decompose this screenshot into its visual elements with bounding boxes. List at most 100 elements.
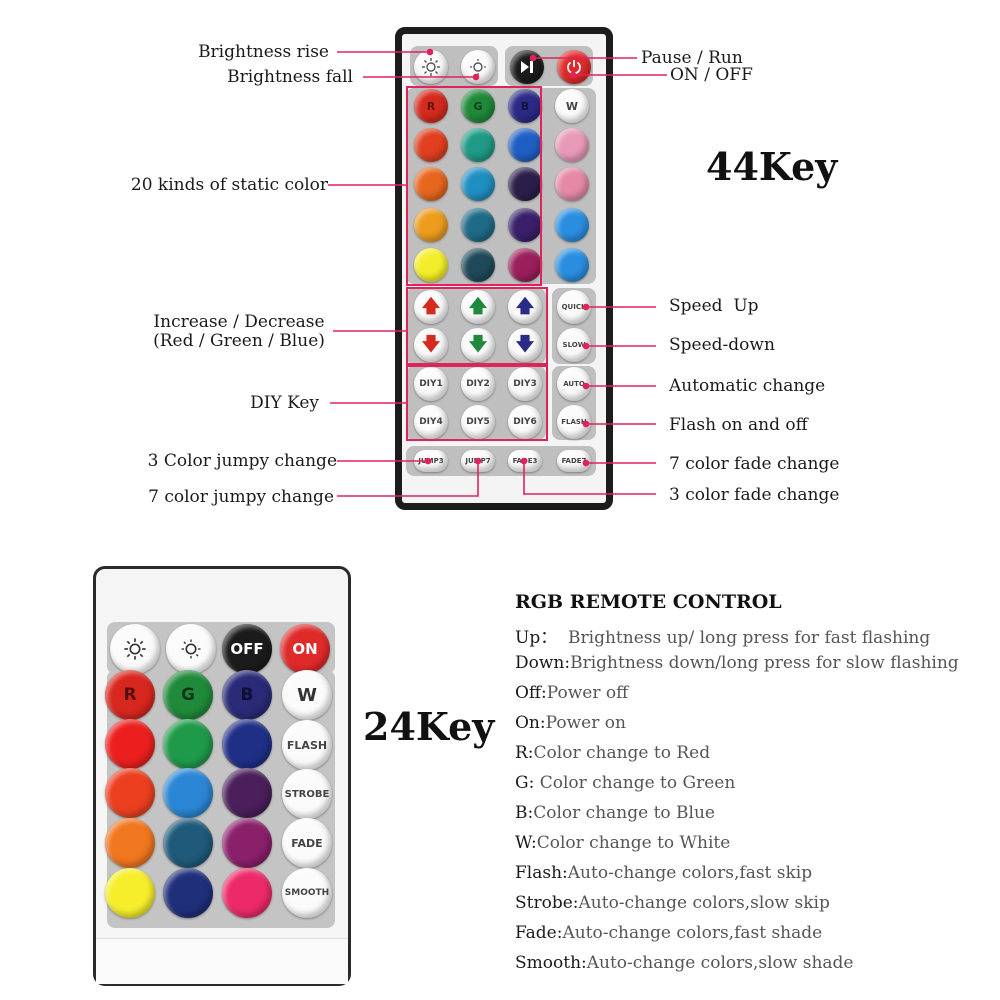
off-button[interactable]: OFF [222,624,272,674]
blue-decrease-button[interactable]: 🡇 [508,328,542,362]
brightness-up-button[interactable] [110,624,160,674]
arrow-up-icon: 🡅 [515,296,535,317]
description-item: R:Color change to Red [515,743,710,763]
diy4-button[interactable]: DIY4 [414,405,448,439]
sun-icon [422,58,440,76]
description-text: Power off [546,683,629,703]
label-fade7: 7 color fade change [669,454,840,474]
green-increase-button[interactable]: 🡅 [461,290,495,324]
label-inc-dec-1: Increase / Decrease [153,312,325,332]
label-pause-run: Pause / Run [641,48,743,68]
description-key: Off: [515,683,547,703]
static-color-button[interactable] [163,818,213,868]
blue-increase-button[interactable]: 🡅 [508,290,542,324]
fade3-button[interactable]: FADE3 [508,450,542,472]
power-icon [567,60,581,75]
diy2-button[interactable]: DIY2 [461,367,495,401]
description-text: Power on [545,713,626,733]
on-button[interactable]: ON [280,624,330,674]
power-button[interactable] [557,50,591,84]
pause-run-button[interactable] [510,50,544,84]
description-item: Up： Brightness up/ long press for fast f… [515,623,930,648]
static-color-button[interactable] [461,167,495,201]
color-r-button[interactable]: R [414,89,448,123]
label-fade3: 3 color fade change [669,485,840,505]
static-color-button[interactable] [555,208,589,242]
static-color-button[interactable] [105,818,155,868]
static-color-button[interactable] [508,167,542,201]
flash-button[interactable]: FLASH [557,405,591,439]
static-color-button[interactable] [461,208,495,242]
label-auto-change: Automatic change [669,376,826,396]
label-brightness-rise: Brightness rise [198,42,329,62]
label-brightness-fall: Brightness fall [227,67,353,87]
static-color-button[interactable] [222,768,272,818]
diy1-button[interactable]: DIY1 [414,367,448,401]
description-item: Fade:Auto-change colors,fast shade [515,923,822,943]
description-key: Flash: [515,863,568,883]
static-color-button[interactable] [414,167,448,201]
green-decrease-button[interactable]: 🡇 [461,328,495,362]
red-increase-button[interactable]: 🡅 [414,290,448,324]
description-text: Auto-change colors,fast shade [562,923,823,943]
static-color-button[interactable] [105,868,155,918]
description-key: R: [515,743,534,763]
arrow-down-icon: 🡇 [515,334,535,355]
brightness-rise-button[interactable] [414,50,448,84]
smooth-button[interactable]: SMOOTH [282,868,332,918]
description-title: RGB REMOTE CONTROL [515,591,782,613]
arrow-down-icon: 🡇 [421,334,441,355]
sun-icon [124,638,146,660]
fade-button[interactable]: FADE [282,818,332,868]
description-key: Up： [515,628,558,648]
static-color-button[interactable] [555,128,589,162]
description-text: Auto-change colors,slow skip [578,893,830,913]
static-color-button[interactable] [461,128,495,162]
static-color-button[interactable] [414,128,448,162]
strobe-button[interactable]: STROBE [282,769,332,819]
description-text: Color change to Green [534,773,736,793]
static-color-button[interactable] [414,248,448,282]
brightness-down-button[interactable] [166,624,216,674]
static-color-button[interactable] [508,208,542,242]
jump7-button[interactable]: JUMP7 [461,450,495,472]
static-color-button[interactable] [222,868,272,918]
w-button[interactable]: W [282,670,332,720]
slow-button[interactable]: SLOW [557,328,591,362]
static-color-button[interactable] [414,208,448,242]
diy3-button[interactable]: DIY3 [508,367,542,401]
color-g-button[interactable]: G [163,670,213,720]
static-color-button[interactable] [163,719,213,769]
color-b-button[interactable]: B [222,670,272,720]
static-color-button[interactable] [105,719,155,769]
title-24key: 24Key [363,704,495,749]
quick-button[interactable]: QUICK [557,290,591,324]
brightness-fall-button[interactable] [461,50,495,84]
static-color-button[interactable] [461,248,495,282]
color-g-button[interactable]: G [461,89,495,123]
auto-button[interactable]: AUTO [557,367,591,401]
color-r-button[interactable]: R [105,670,155,720]
jump3-button[interactable]: JUMP3 [414,450,448,472]
description-key: Strobe: [515,893,579,913]
color-b-button[interactable]: B [508,89,542,123]
label-speed-up: Speed Up [669,296,759,316]
flash-mode-button[interactable]: FLASH [282,720,332,770]
static-color-button[interactable] [163,768,213,818]
description-text: Color change to White [536,833,731,853]
static-color-button[interactable] [105,768,155,818]
description-item: Strobe:Auto-change colors,slow skip [515,893,830,913]
fade7-button[interactable]: FADE7 [557,450,591,472]
static-color-button[interactable] [555,248,589,282]
description-item: W:Color change to White [515,833,730,853]
static-color-button[interactable] [508,128,542,162]
red-decrease-button[interactable]: 🡇 [414,328,448,362]
diy5-button[interactable]: DIY5 [461,405,495,439]
static-color-button[interactable] [163,868,213,918]
static-color-button[interactable] [555,167,589,201]
diy6-button[interactable]: DIY6 [508,405,542,439]
static-color-button[interactable] [222,719,272,769]
static-color-button[interactable] [508,248,542,282]
static-color-button[interactable] [222,818,272,868]
color-w-button[interactable]: W [555,89,589,123]
